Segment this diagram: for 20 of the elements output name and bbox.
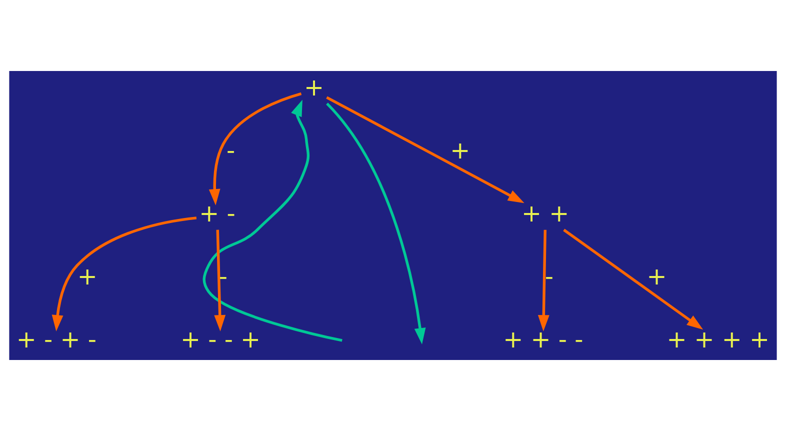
- arrow: [538, 230, 550, 332]
- node-text: + + - -: [503, 326, 584, 354]
- edge-label: +: [450, 136, 470, 165]
- edge-label: -: [226, 136, 236, 165]
- arrow: [326, 96, 524, 204]
- arrow: [563, 228, 704, 330]
- node-text: + -: [199, 200, 236, 228]
- edge-label: +: [77, 262, 98, 291]
- arrow: [52, 216, 197, 332]
- edge-label: +: [646, 262, 667, 291]
- node-text: + - + -: [16, 326, 96, 354]
- node-text: +: [304, 74, 324, 102]
- arrow: [214, 230, 226, 332]
- edge-label: -: [218, 262, 228, 291]
- arrow: [208, 92, 302, 206]
- node-text: + +: [522, 200, 570, 228]
- edge-label: -: [544, 262, 554, 291]
- node-text: + + + +: [666, 326, 770, 354]
- arrow: [202, 100, 342, 342]
- node-text: + - - +: [180, 326, 261, 354]
